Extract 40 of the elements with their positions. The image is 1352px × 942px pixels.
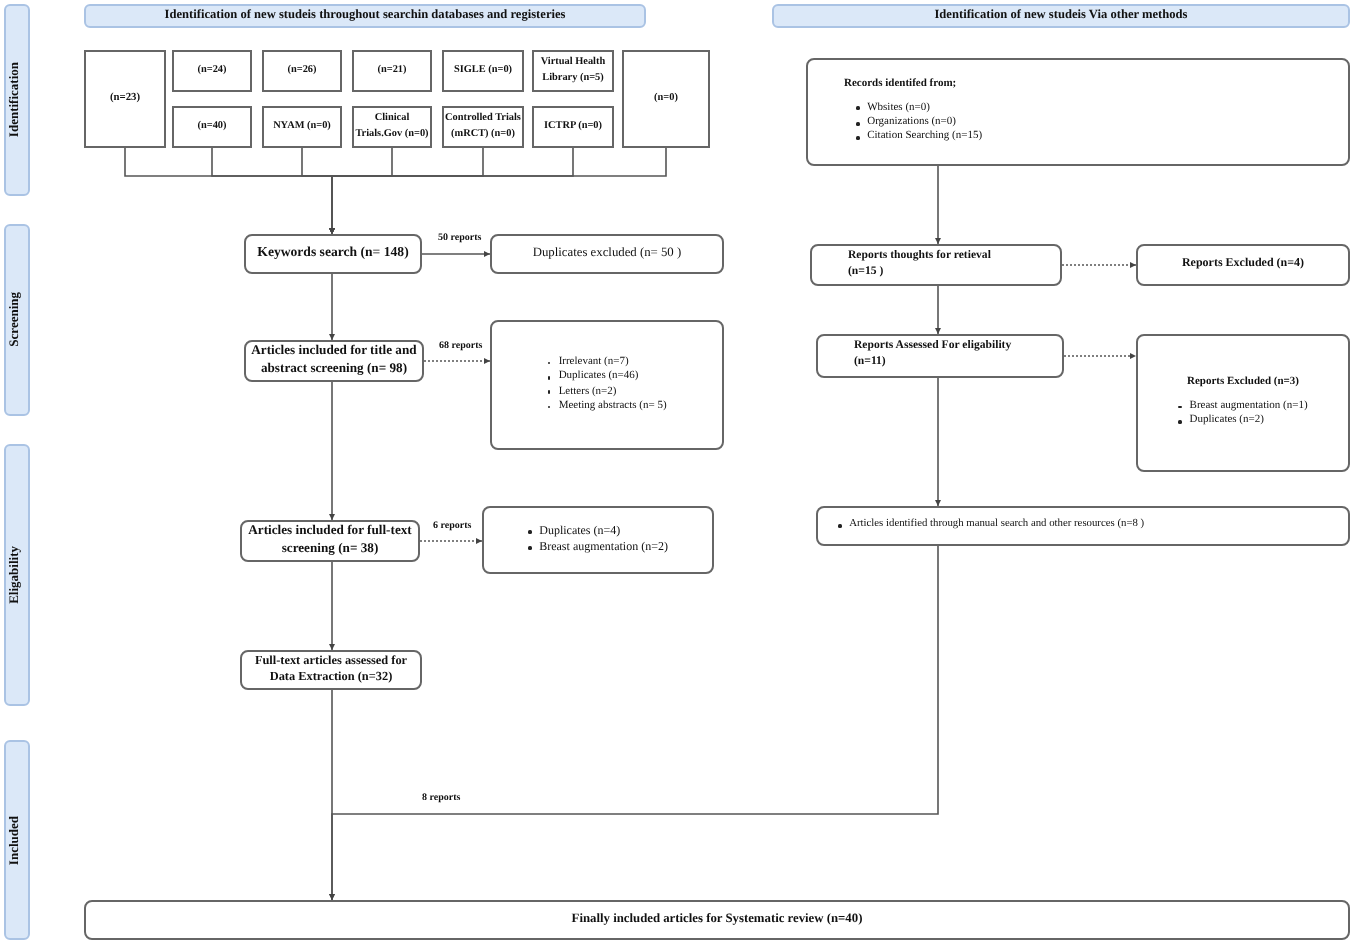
process-box: [84, 900, 1350, 940]
process-box: [1136, 334, 1350, 472]
process-box: [240, 650, 422, 690]
database-box: [622, 50, 710, 148]
phase-band: [772, 4, 1350, 28]
process-box: [810, 244, 1062, 286]
phase-band: [4, 444, 30, 706]
phase-band: [4, 4, 30, 196]
arrow: [423, 357, 491, 365]
arrow: [421, 250, 491, 258]
database-box: [84, 50, 166, 148]
arrow: [934, 165, 942, 245]
arrow: [1063, 352, 1137, 360]
phase-band: [84, 4, 646, 28]
arrow: [328, 545, 939, 901]
process-box: [806, 58, 1350, 166]
database-box: [532, 106, 614, 148]
arrow: [328, 147, 667, 235]
arrow: [328, 273, 336, 341]
arrow: [934, 285, 942, 335]
phase-band: [4, 224, 30, 416]
database-box: [352, 50, 432, 92]
process-box: [244, 234, 422, 274]
arrow: [328, 561, 336, 651]
phase-band: [4, 740, 30, 940]
arrow: [419, 537, 483, 545]
process-box: [490, 320, 724, 450]
process-box: [482, 506, 714, 574]
arrow: [1061, 261, 1137, 269]
database-box: [442, 50, 524, 92]
process-box: [490, 234, 724, 274]
arrow: [934, 377, 942, 507]
database-box: [172, 106, 252, 148]
process-box: [816, 334, 1064, 378]
database-box: [172, 50, 252, 92]
process-box: [1136, 244, 1350, 286]
process-box: [816, 506, 1350, 546]
database-box: [262, 106, 342, 148]
database-box: [262, 50, 342, 92]
arrow: [328, 381, 336, 521]
